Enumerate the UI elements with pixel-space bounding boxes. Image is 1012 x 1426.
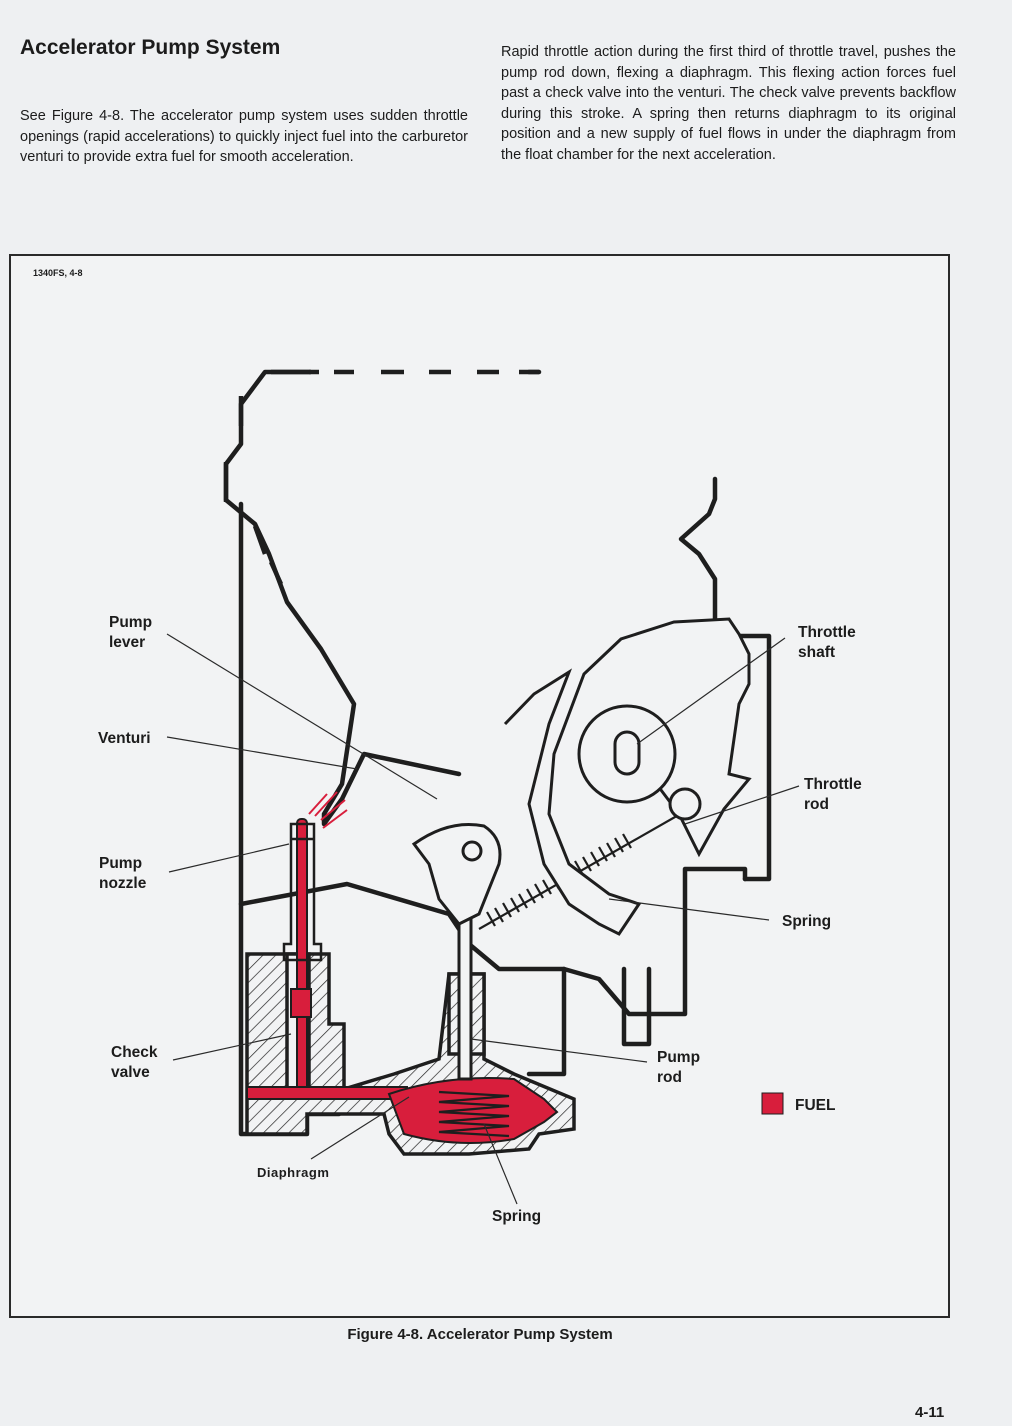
diaphragm-label: Diaphragm xyxy=(257,1165,329,1180)
check-valve-label-2: valve xyxy=(111,1064,150,1081)
fuel-spray xyxy=(308,791,348,829)
intro-paragraph: See Figure 4-8. The accelerator pump sys… xyxy=(20,108,468,165)
pump-lever xyxy=(411,822,502,926)
fuel-legend-label: FUEL xyxy=(795,1097,835,1114)
page-number: 4-11 xyxy=(915,1404,945,1421)
figure-caption: Figure 4-8. Accelerator Pump System xyxy=(347,1326,613,1343)
carburetor-body xyxy=(223,369,772,1137)
accelerator-pump-diagram: Pump lever Venturi Pump nozzle Check val… xyxy=(98,369,862,1225)
diagram-labels: Pump lever Venturi Pump nozzle Check val… xyxy=(98,614,862,1225)
throttle-shaft-label: Throttle xyxy=(798,624,856,641)
throttle-shaft-label-2: shaft xyxy=(798,644,835,661)
leader-lines xyxy=(166,633,800,1205)
fuel-legend-swatch xyxy=(761,1092,784,1115)
diaphragm-spring xyxy=(438,1090,510,1138)
description-paragraph: Rapid throttle action during the first t… xyxy=(501,44,956,163)
throttle-cam xyxy=(503,617,752,936)
spring-bottom-label: Spring xyxy=(492,1208,541,1225)
pump-rod-label: Pump xyxy=(657,1049,700,1066)
venturi-label: Venturi xyxy=(98,730,151,747)
pump-lever-label: Pump xyxy=(109,614,152,631)
pump-nozzle xyxy=(282,822,323,962)
pump-rod-label-2: rod xyxy=(657,1069,682,1086)
check-valve-label: Check xyxy=(111,1044,158,1061)
throttle-rod-label: Throttle xyxy=(804,776,862,793)
spring-right-label: Spring xyxy=(782,913,831,930)
dashed-top-line xyxy=(223,369,539,585)
pump-lever-label-2: lever xyxy=(109,634,145,651)
section-heading: Accelerator Pump System xyxy=(20,36,281,59)
pump-nozzle-label-2: nozzle xyxy=(99,875,147,892)
throttle-rod-label-2: rod xyxy=(804,796,829,813)
figure-id: 1340FS, 4-8 xyxy=(33,268,83,278)
pump-nozzle-label: Pump xyxy=(99,855,142,872)
fuel-legend: FUEL xyxy=(761,1092,835,1115)
